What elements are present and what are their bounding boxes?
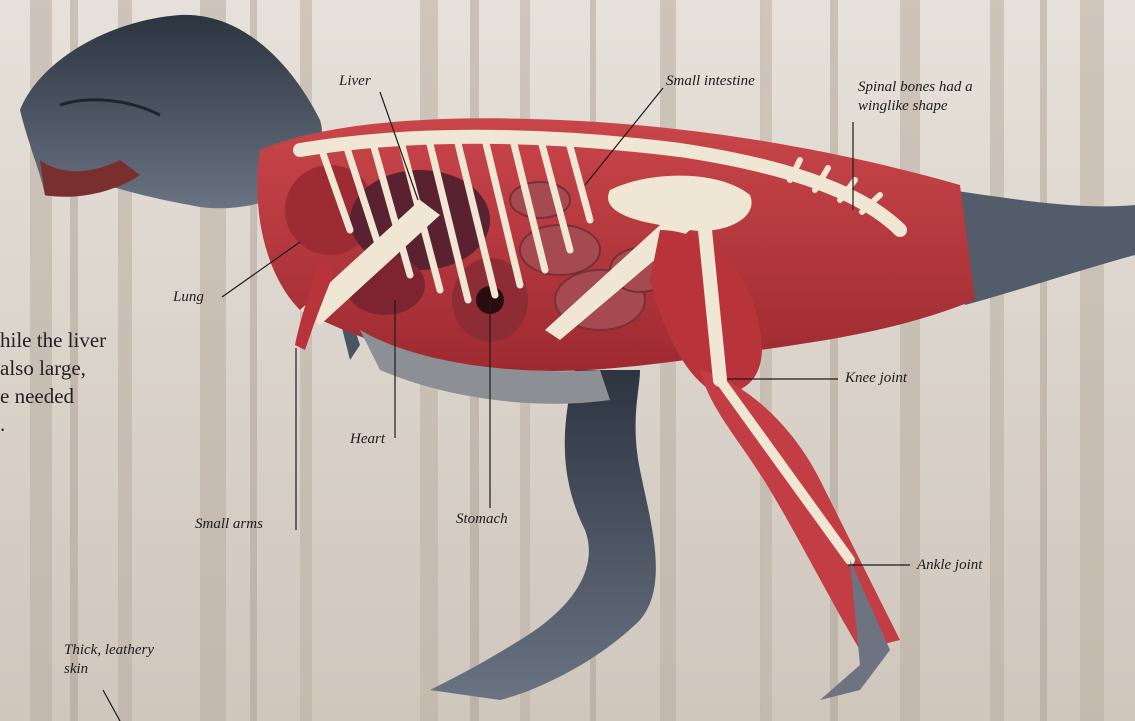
label-lung: Lung — [173, 288, 204, 307]
label-liver: Liver — [339, 72, 371, 91]
label-ankle-joint: Ankle joint — [917, 556, 982, 575]
label-small-arms: Small arms — [195, 515, 263, 534]
body-text-fragment: hile the liver also large, e needed . — [0, 326, 170, 438]
label-knee-joint: Knee joint — [845, 369, 907, 388]
label-small-intestine: Small intestine — [666, 72, 755, 91]
label-thick-skin: Thick, leathery skin — [64, 641, 174, 679]
label-stomach: Stomach — [456, 510, 508, 529]
label-spinal-bones: Spinal bones had a winglike shape — [858, 78, 1018, 116]
label-heart: Heart — [350, 430, 385, 449]
